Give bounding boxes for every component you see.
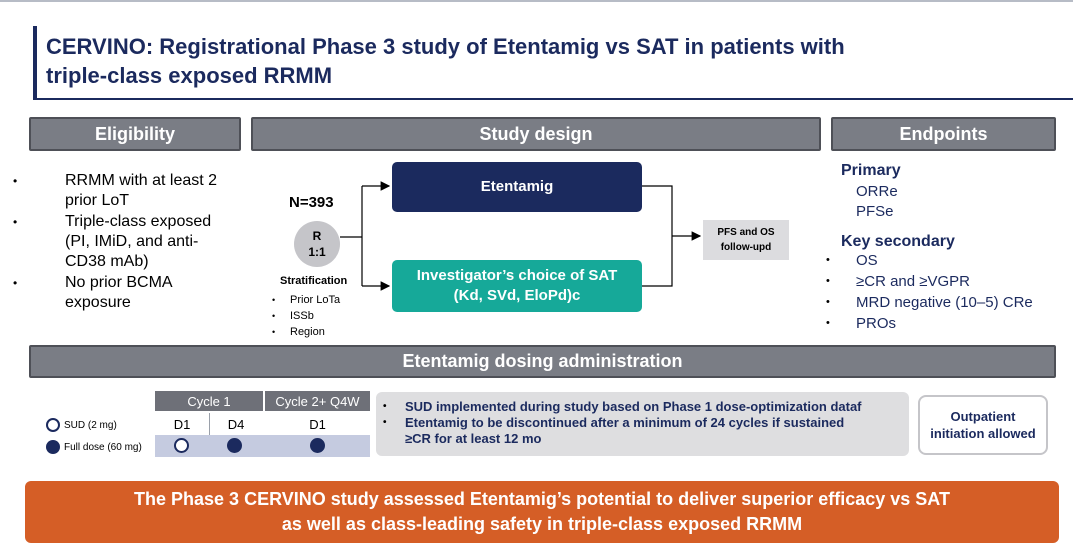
sud-dose-icon — [46, 418, 60, 432]
title-accent-bar — [33, 26, 37, 100]
dosing-note-text: Etentamig to be discontinued after a min… — [405, 415, 845, 430]
randomization-label: R — [312, 229, 322, 243]
secondary-endpoint-item: OS — [826, 250, 1033, 271]
sample-size-label: N=393 — [289, 194, 334, 211]
full-dose-icon — [310, 438, 325, 453]
eligibility-header: Eligibility — [29, 117, 241, 151]
followup-text: follow-upd — [720, 242, 772, 253]
study-design-header: Study design — [251, 117, 821, 151]
eligibility-text: exposure — [65, 294, 131, 311]
full-dose-icon — [227, 438, 242, 453]
followup-box: PFS and OS follow-upd — [703, 220, 789, 260]
randomization-ratio: 1:1 — [308, 245, 326, 259]
secondary-endpoint-item: ≥CR and ≥VGPR — [826, 271, 1033, 292]
stratification-list: Prior LoTa ISSb Region — [272, 292, 340, 340]
stratification-item: ISSb — [272, 308, 340, 324]
conclusion-line: The Phase 3 CERVINO study assessed Etent… — [134, 489, 950, 509]
endpoints-header: Endpoints — [831, 117, 1056, 151]
cycle-2-header: Cycle 2+ Q4W — [265, 391, 370, 411]
conclusion-line: as well as class-leading safety in tripl… — [281, 514, 803, 534]
primary-endpoint-label: Primary — [841, 162, 901, 179]
eligibility-text: (PI, IMiD, and anti- — [65, 233, 199, 250]
outpatient-box: Outpatient initiation allowed — [918, 395, 1048, 455]
title-underline — [33, 98, 1073, 100]
eligibility-text: prior LoT — [65, 192, 130, 209]
top-divider — [0, 0, 1073, 2]
slide-title-line-1: CERVINO: Registrational Phase 3 study of… — [46, 34, 845, 59]
primary-endpoint-item: ORRe — [856, 183, 898, 200]
secondary-endpoint-item: MRD negative (10–5) CRe — [826, 292, 1033, 313]
secondary-endpoint-list: OS ≥CR and ≥VGPR MRD negative (10–5) CRe… — [826, 250, 1033, 334]
full-dose-icon — [46, 440, 60, 454]
etentamig-arm: Etentamig — [392, 162, 642, 212]
sat-arm: Investigator’s choice of SAT (Kd, SVd, E… — [392, 260, 642, 312]
primary-endpoint-item: PFSe — [856, 203, 894, 220]
secondary-endpoint-item: PROs — [826, 313, 1033, 334]
eligibility-text: No prior BCMA — [65, 274, 173, 291]
outpatient-text: Outpatient — [950, 409, 1016, 424]
grid-line — [209, 413, 210, 435]
sat-arm-label: Investigator’s choice of SAT — [416, 267, 618, 284]
conclusion-banner: The Phase 3 CERVINO study assessed Etent… — [25, 481, 1059, 543]
randomization-node: R 1:1 — [294, 221, 340, 267]
eligibility-item: Triple-class exposed (PI, IMiD, and anti… — [13, 212, 217, 272]
eligibility-text: RRMM with at least 2 — [65, 172, 218, 189]
secondary-endpoint-label: Key secondary — [841, 233, 955, 250]
cycle-1-header: Cycle 1 — [155, 391, 263, 411]
sud-dose-icon — [174, 438, 189, 453]
day-label: D1 — [173, 416, 191, 432]
dosing-notes-list: SUD implemented during study based on Ph… — [383, 399, 862, 447]
sat-arm-regimens: (Kd, SVd, EloPd)c — [453, 287, 581, 304]
eligibility-item: RRMM with at least 2 prior LoT — [13, 171, 217, 211]
legend-sud-label: SUD (2 mg) — [64, 419, 117, 431]
legend-full-dose-label: Full dose (60 mg) — [64, 441, 142, 453]
legend-sud: SUD (2 mg) — [46, 418, 117, 432]
dosing-note: SUD implemented during study based on Ph… — [383, 399, 862, 415]
slide-title-line-2: triple-class exposed RRMM — [46, 63, 333, 88]
legend-full-dose: Full dose (60 mg) — [46, 440, 142, 454]
dosing-note-text: ≥CR for at least 12 mo — [405, 431, 542, 446]
day-label: D1 — [309, 416, 326, 432]
merge-line — [642, 185, 673, 287]
dosing-header: Etentamig dosing administration — [29, 345, 1056, 378]
outpatient-text: initiation allowed — [930, 426, 1036, 441]
grid-line — [264, 391, 265, 435]
slide-title: CERVINO: Registrational Phase 3 study of… — [46, 32, 1036, 90]
dosing-note: Etentamig to be discontinued after a min… — [383, 415, 862, 447]
followup-text: PFS and OS — [717, 227, 775, 238]
stratification-item: Region — [272, 324, 340, 340]
eligibility-text: Triple-class exposed — [65, 213, 212, 230]
stratification-title: Stratification — [280, 275, 348, 287]
day-label: D4 — [227, 416, 245, 432]
eligibility-item: No prior BCMA exposure — [13, 273, 217, 313]
eligibility-list: RRMM with at least 2 prior LoT Triple-cl… — [13, 171, 217, 314]
eligibility-text: CD38 mAb) — [65, 253, 149, 270]
stratification-item: Prior LoTa — [272, 292, 340, 308]
